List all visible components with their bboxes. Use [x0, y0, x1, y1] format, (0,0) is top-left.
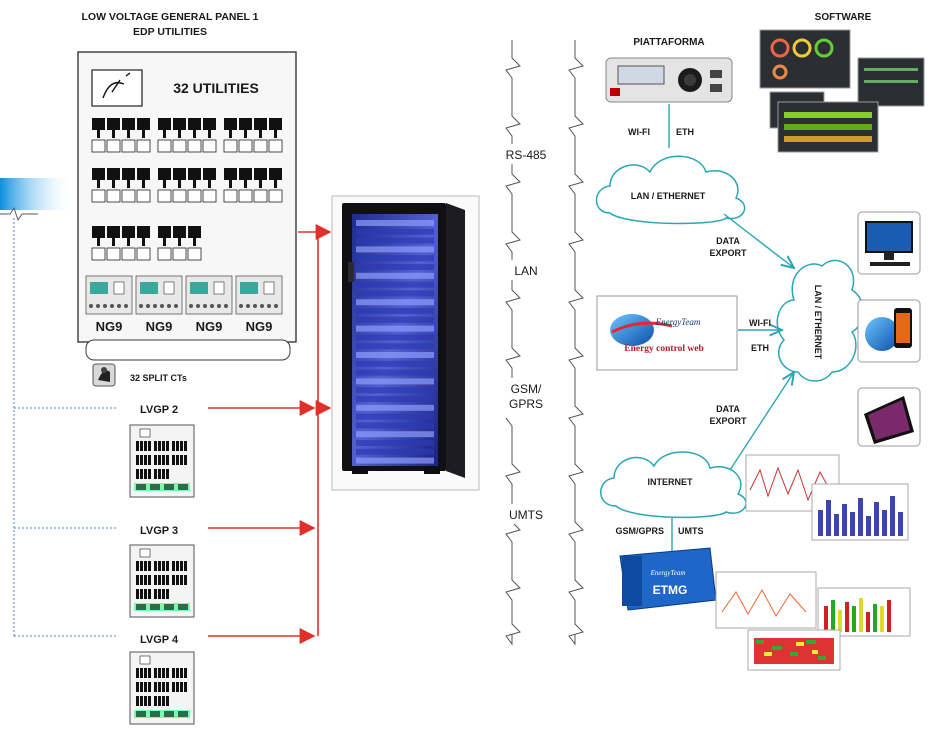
- comm-label-gsm-gprs: GSM/GPRS: [509, 382, 543, 411]
- meter-row: NG9 NG9 NG9 NG9: [85, 275, 283, 334]
- breaker: [268, 118, 283, 153]
- breaker: [91, 118, 106, 153]
- comm-label-umts: UMTS: [509, 508, 543, 522]
- breaker: [106, 226, 121, 261]
- etmg-label: ETMG: [653, 583, 688, 597]
- piattaforma-eth-label: ETH: [676, 127, 694, 137]
- breaker-grid: [91, 118, 283, 261]
- breaker: [136, 118, 151, 153]
- chart-thumbnails: [715, 454, 911, 671]
- breaker: [121, 226, 136, 261]
- web-box-wifi-label: WI-FI: [749, 318, 771, 328]
- internet-cloud: [600, 451, 747, 519]
- piattaforma-label: PIATTAFORMA: [633, 37, 704, 48]
- lan-ethernet-cloud-top-label: LAN / ETHERNET: [631, 191, 706, 201]
- sub-panel: [129, 651, 195, 725]
- breaker: [157, 226, 172, 261]
- web-box-eth-label: ETH: [751, 343, 769, 353]
- ng9-meter: NG9: [135, 275, 183, 334]
- etmg-umts-label: UMTS: [678, 526, 704, 536]
- breaker: [121, 168, 136, 203]
- comm-label-lan: LAN: [514, 264, 537, 278]
- breaker: [157, 168, 172, 203]
- breaker: [187, 118, 202, 153]
- breaker: [91, 226, 106, 261]
- ng9-meter-label: NG9: [96, 319, 123, 334]
- ng9-meter-label: NG9: [246, 319, 273, 334]
- split-cts-label: 32 SPLIT CTs: [130, 373, 187, 383]
- ng9-meter: NG9: [185, 275, 233, 334]
- breaker: [253, 118, 268, 153]
- data-export-top-line2: EXPORT: [709, 248, 747, 258]
- breaker: [172, 118, 187, 153]
- sub-panel-label-lvgp4: LVGP 4: [140, 634, 179, 646]
- ng9-meter-label: NG9: [196, 319, 223, 334]
- etmg-device: [619, 547, 717, 611]
- lan-ethernet-cloud-top: [595, 155, 746, 225]
- desktop-monitor-icon: [857, 211, 921, 275]
- server-rack: [331, 195, 480, 491]
- data-export-bottom-line2: EXPORT: [709, 416, 747, 426]
- utilities-label: 32 UTILITIES: [173, 80, 259, 96]
- breaker: [187, 168, 202, 203]
- breaker: [202, 118, 217, 153]
- breaker: [91, 168, 106, 203]
- comm-label-bg-umts: [500, 504, 552, 524]
- breaker: [238, 118, 253, 153]
- piattaforma-wifi-label: WI-FI: [628, 127, 650, 137]
- breaker: [238, 168, 253, 203]
- breaker: [172, 226, 187, 261]
- ng9-meter: NG9: [85, 275, 133, 334]
- breaker: [106, 118, 121, 153]
- general-panel-1: 32 UTILITIES NG9 NG9 NG9 NG9: [77, 51, 297, 361]
- internet-cloud-label: INTERNET: [648, 477, 694, 487]
- breaker: [157, 118, 172, 153]
- sub-panel-label-lvgp3: LVGP 3: [140, 525, 178, 537]
- energy-team-logo: EnergyTeam: [655, 317, 701, 327]
- transformer-icon: [102, 72, 131, 99]
- breaker: [121, 118, 136, 153]
- breaker: [106, 168, 121, 203]
- lan-ethernet-cloud-right-label: LAN / ETHERNET: [813, 285, 823, 360]
- breaker: [253, 168, 268, 203]
- breaker: [187, 226, 202, 261]
- tablet-icon: [857, 387, 921, 447]
- breaker: [136, 226, 151, 261]
- left-blue-bar: [0, 178, 75, 210]
- software-screenshots: [759, 29, 925, 153]
- data-export-top-line1: DATA: [716, 236, 740, 246]
- etmg-gsm-label: GSM/GPRS: [615, 526, 664, 536]
- software-label: SOFTWARE: [815, 12, 872, 23]
- phone-globe-icon: [857, 299, 921, 363]
- ng9-meter: NG9: [235, 275, 283, 334]
- breaker: [172, 168, 187, 203]
- comm-label-bg-lan: [505, 260, 545, 280]
- comm-zigzag-lines: [505, 40, 584, 646]
- comm-label-rs485: RS-485: [506, 148, 547, 162]
- breaker: [223, 168, 238, 203]
- utility-symbol-box: [91, 69, 143, 107]
- breaker: [268, 168, 283, 203]
- dashed-feeder-lines: [13, 218, 118, 637]
- sub-panel: [129, 544, 195, 618]
- breaker: [202, 168, 217, 203]
- panel-title-line1: LOW VOLTAGE GENERAL PANEL 1: [82, 11, 259, 23]
- etmg-brand: EnergyTeam: [650, 569, 686, 577]
- sub-panel: [129, 424, 195, 498]
- comm-label-bg-gsm: [500, 378, 552, 418]
- comm-label-bg-rs485: [500, 144, 552, 164]
- energy-control-web-box: [596, 295, 738, 371]
- waveform-icon: [0, 206, 38, 222]
- red-feed-arrows: [208, 224, 332, 644]
- sub-panel-label-lvgp2: LVGP 2: [140, 404, 178, 416]
- breaker: [136, 168, 151, 203]
- piattaforma-device: [605, 57, 733, 103]
- breaker: [223, 118, 238, 153]
- cloud-connectors: [671, 213, 794, 552]
- data-export-bottom-line1: DATA: [716, 404, 740, 414]
- energy-control-web-text: Energy control web: [624, 344, 704, 354]
- split-ct-icon: [92, 363, 116, 387]
- panel-title-line2: EDP UTILITIES: [133, 26, 207, 38]
- ng9-meter-label: NG9: [146, 319, 173, 334]
